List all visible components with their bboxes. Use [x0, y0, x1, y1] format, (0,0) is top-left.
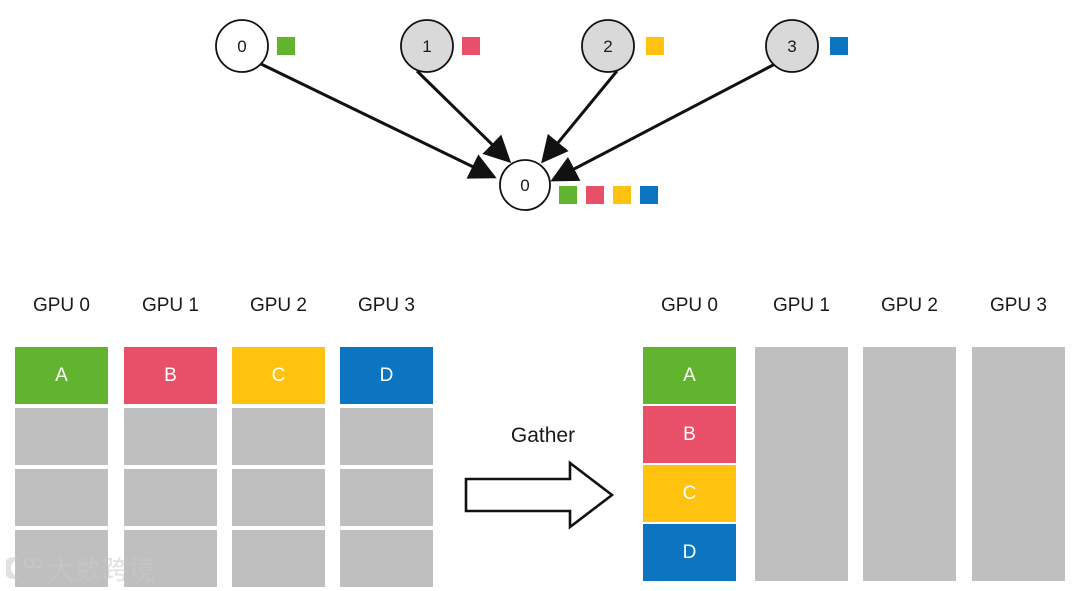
- source-node-3-label: 3: [787, 37, 796, 56]
- right-block-gpu0-row0[interactable]: A: [643, 347, 736, 404]
- left-block-gpu3-row0[interactable]: D: [340, 347, 433, 404]
- left-block-gpu2-row2[interactable]: [232, 469, 325, 526]
- right-block-gpu2-full[interactable]: [863, 347, 956, 581]
- source-chip-blue: [830, 37, 848, 55]
- left-header-gpu-3: GPU 3: [357, 295, 416, 316]
- gather-graph: 0 1 2 3 0: [215, 19, 819, 211]
- right-block-gpu0-row1[interactable]: B: [643, 406, 736, 463]
- left-block-gpu3-row1[interactable]: [340, 408, 433, 465]
- source-node-1-label: 1: [422, 37, 431, 56]
- source-chip-green: [277, 37, 295, 55]
- left-block-gpu2-row0[interactable]: C: [232, 347, 325, 404]
- left-block-gpu1-row0[interactable]: B: [124, 347, 217, 404]
- right-header-gpu-2: GPU 2: [880, 295, 939, 316]
- gather-label: Gather: [510, 424, 576, 447]
- source-chip-yellow: [646, 37, 664, 55]
- right-block-gpu0-row3[interactable]: D: [643, 524, 736, 581]
- left-block-gpu2-row3[interactable]: [232, 530, 325, 587]
- edge-1-to-0: [415, 69, 512, 164]
- source-node-0[interactable]: 0: [215, 19, 269, 73]
- right-header-gpu-0: GPU 0: [660, 295, 719, 316]
- source-node-3[interactable]: 3: [765, 19, 819, 73]
- source-node-2-label: 2: [603, 37, 612, 56]
- left-block-gpu1-row2[interactable]: [124, 469, 217, 526]
- left-header-gpu-0: GPU 0: [32, 295, 91, 316]
- left-block-gpu0-row0[interactable]: A: [15, 347, 108, 404]
- destination-node-0[interactable]: 0: [499, 159, 551, 211]
- right-header-gpu-3: GPU 3: [989, 295, 1048, 316]
- destination-node-0-label: 0: [520, 176, 529, 195]
- gather-arrow-icon: [464, 460, 615, 530]
- source-node-2[interactable]: 2: [581, 19, 635, 73]
- left-header-gpu-2: GPU 2: [249, 295, 308, 316]
- dest-chip-blue: [640, 186, 658, 204]
- right-block-gpu0-row2[interactable]: C: [643, 465, 736, 522]
- edge-0-to-0: [260, 62, 497, 179]
- left-block-gpu2-row1[interactable]: [232, 408, 325, 465]
- dest-chip-yellow: [613, 186, 631, 204]
- left-block-gpu1-row1[interactable]: [124, 408, 217, 465]
- left-block-gpu3-row2[interactable]: [340, 469, 433, 526]
- right-block-gpu3-full[interactable]: [972, 347, 1065, 581]
- left-block-gpu0-row2[interactable]: [15, 469, 108, 526]
- dest-chip-green: [559, 186, 577, 204]
- left-block-gpu0-row3[interactable]: [15, 530, 108, 587]
- source-chip-red: [462, 37, 480, 55]
- left-block-gpu0-row1[interactable]: [15, 408, 108, 465]
- source-node-0-label: 0: [237, 37, 246, 56]
- right-header-gpu-1: GPU 1: [772, 295, 831, 316]
- graph-edges: [260, 62, 776, 182]
- dest-chip-red: [586, 186, 604, 204]
- right-block-gpu1-full[interactable]: [755, 347, 848, 581]
- left-block-gpu3-row3[interactable]: [340, 530, 433, 587]
- graph-nodes: 0 1 2 3 0: [215, 19, 819, 211]
- edge-3-to-0: [550, 62, 776, 182]
- left-block-gpu1-row3[interactable]: [124, 530, 217, 587]
- source-node-1[interactable]: 1: [400, 19, 454, 73]
- left-header-gpu-1: GPU 1: [141, 295, 200, 316]
- edge-2-to-0: [541, 70, 619, 164]
